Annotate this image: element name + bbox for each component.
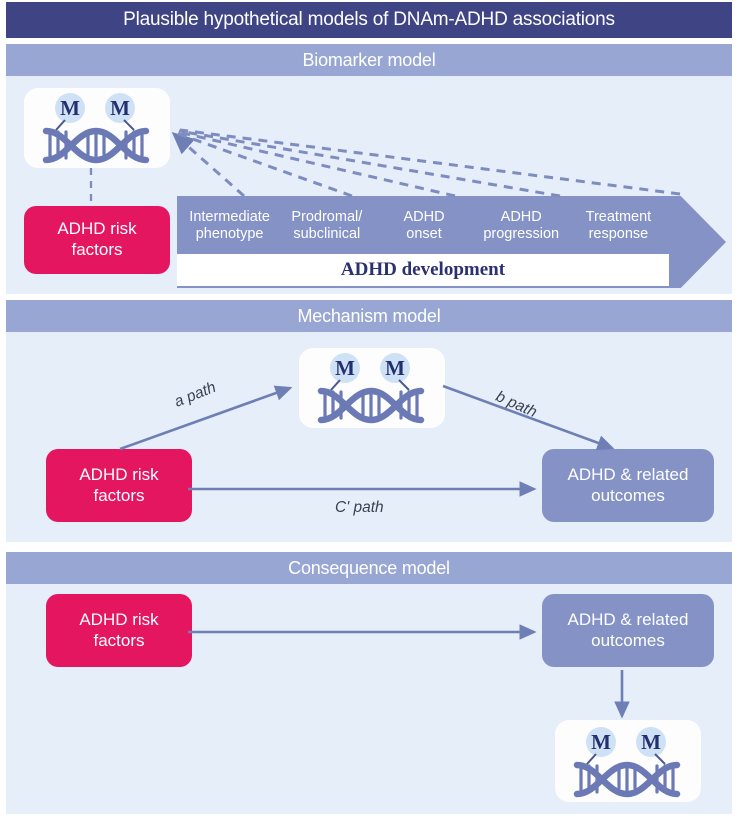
timeline-stage-5: Treatment response (585, 208, 652, 242)
adhd-development-band-label: ADHD development (340, 259, 506, 280)
risk-factors-line-2: factors (93, 630, 145, 650)
dna-methylation-icon-mechanism: M M (299, 348, 445, 428)
risk-factors-line-2: factors (71, 240, 123, 259)
timeline-stage-1: Intermediate phenotype (189, 208, 270, 242)
path-label-c-prime: C' path (335, 499, 384, 516)
timeline-stage-3: ADHD onset (403, 208, 445, 242)
svg-text:M: M (110, 96, 130, 120)
svg-text:M: M (335, 356, 355, 380)
adhd-development-timeline: Intermediate phenotype Prodromal/ subcli… (177, 196, 726, 288)
risk-factors-line-1: ADHD risk (79, 609, 159, 629)
section-title-consequence: Consequence model (6, 552, 732, 584)
section-title-mechanism: Mechanism model (6, 300, 732, 332)
svg-text:M: M (641, 730, 661, 754)
section-biomarker-model: Biomarker model M M (6, 44, 732, 294)
outcomes-box-consequence: ADHD & related outcomes (542, 594, 714, 667)
risk-factors-box-consequence: ADHD risk factors (46, 594, 192, 667)
timeline-stage-2: Prodromal/ subclinical (291, 208, 363, 242)
timeline-stage-4: ADHD progression (483, 208, 560, 242)
timeline-stage-labels: Intermediate phenotype Prodromal/ subcli… (181, 198, 667, 254)
svg-text:M: M (60, 96, 80, 120)
risk-factors-line-1: ADHD risk (79, 464, 159, 484)
svg-text:M: M (591, 730, 611, 754)
dna-methylation-icon-consequence: M M (555, 720, 701, 802)
outcomes-line-1: ADHD & related (567, 464, 689, 484)
risk-factors-line-1: ADHD risk (57, 219, 137, 239)
outcomes-line-2: outcomes (591, 630, 665, 650)
figure-title: Plausible hypothetical models of DNAm-AD… (6, 2, 732, 38)
outcomes-line-2: outcomes (591, 485, 665, 505)
risk-factors-box-mechanism: ADHD risk factors (46, 449, 192, 522)
risk-factors-box-biomarker: ADHD risk factors (24, 206, 170, 274)
svg-text:M: M (385, 356, 405, 380)
section-mechanism-model: Mechanism model M M (6, 300, 732, 542)
outcomes-box-mechanism: ADHD & related outcomes (542, 449, 714, 522)
section-title-biomarker: Biomarker model (6, 44, 732, 76)
outcomes-line-1: ADHD & related (567, 609, 689, 629)
dna-methylation-icon-biomarker: M M (24, 88, 170, 168)
section-consequence-model: Consequence model ADHD risk factors ADHD… (6, 552, 732, 814)
risk-factors-line-2: factors (93, 485, 145, 505)
